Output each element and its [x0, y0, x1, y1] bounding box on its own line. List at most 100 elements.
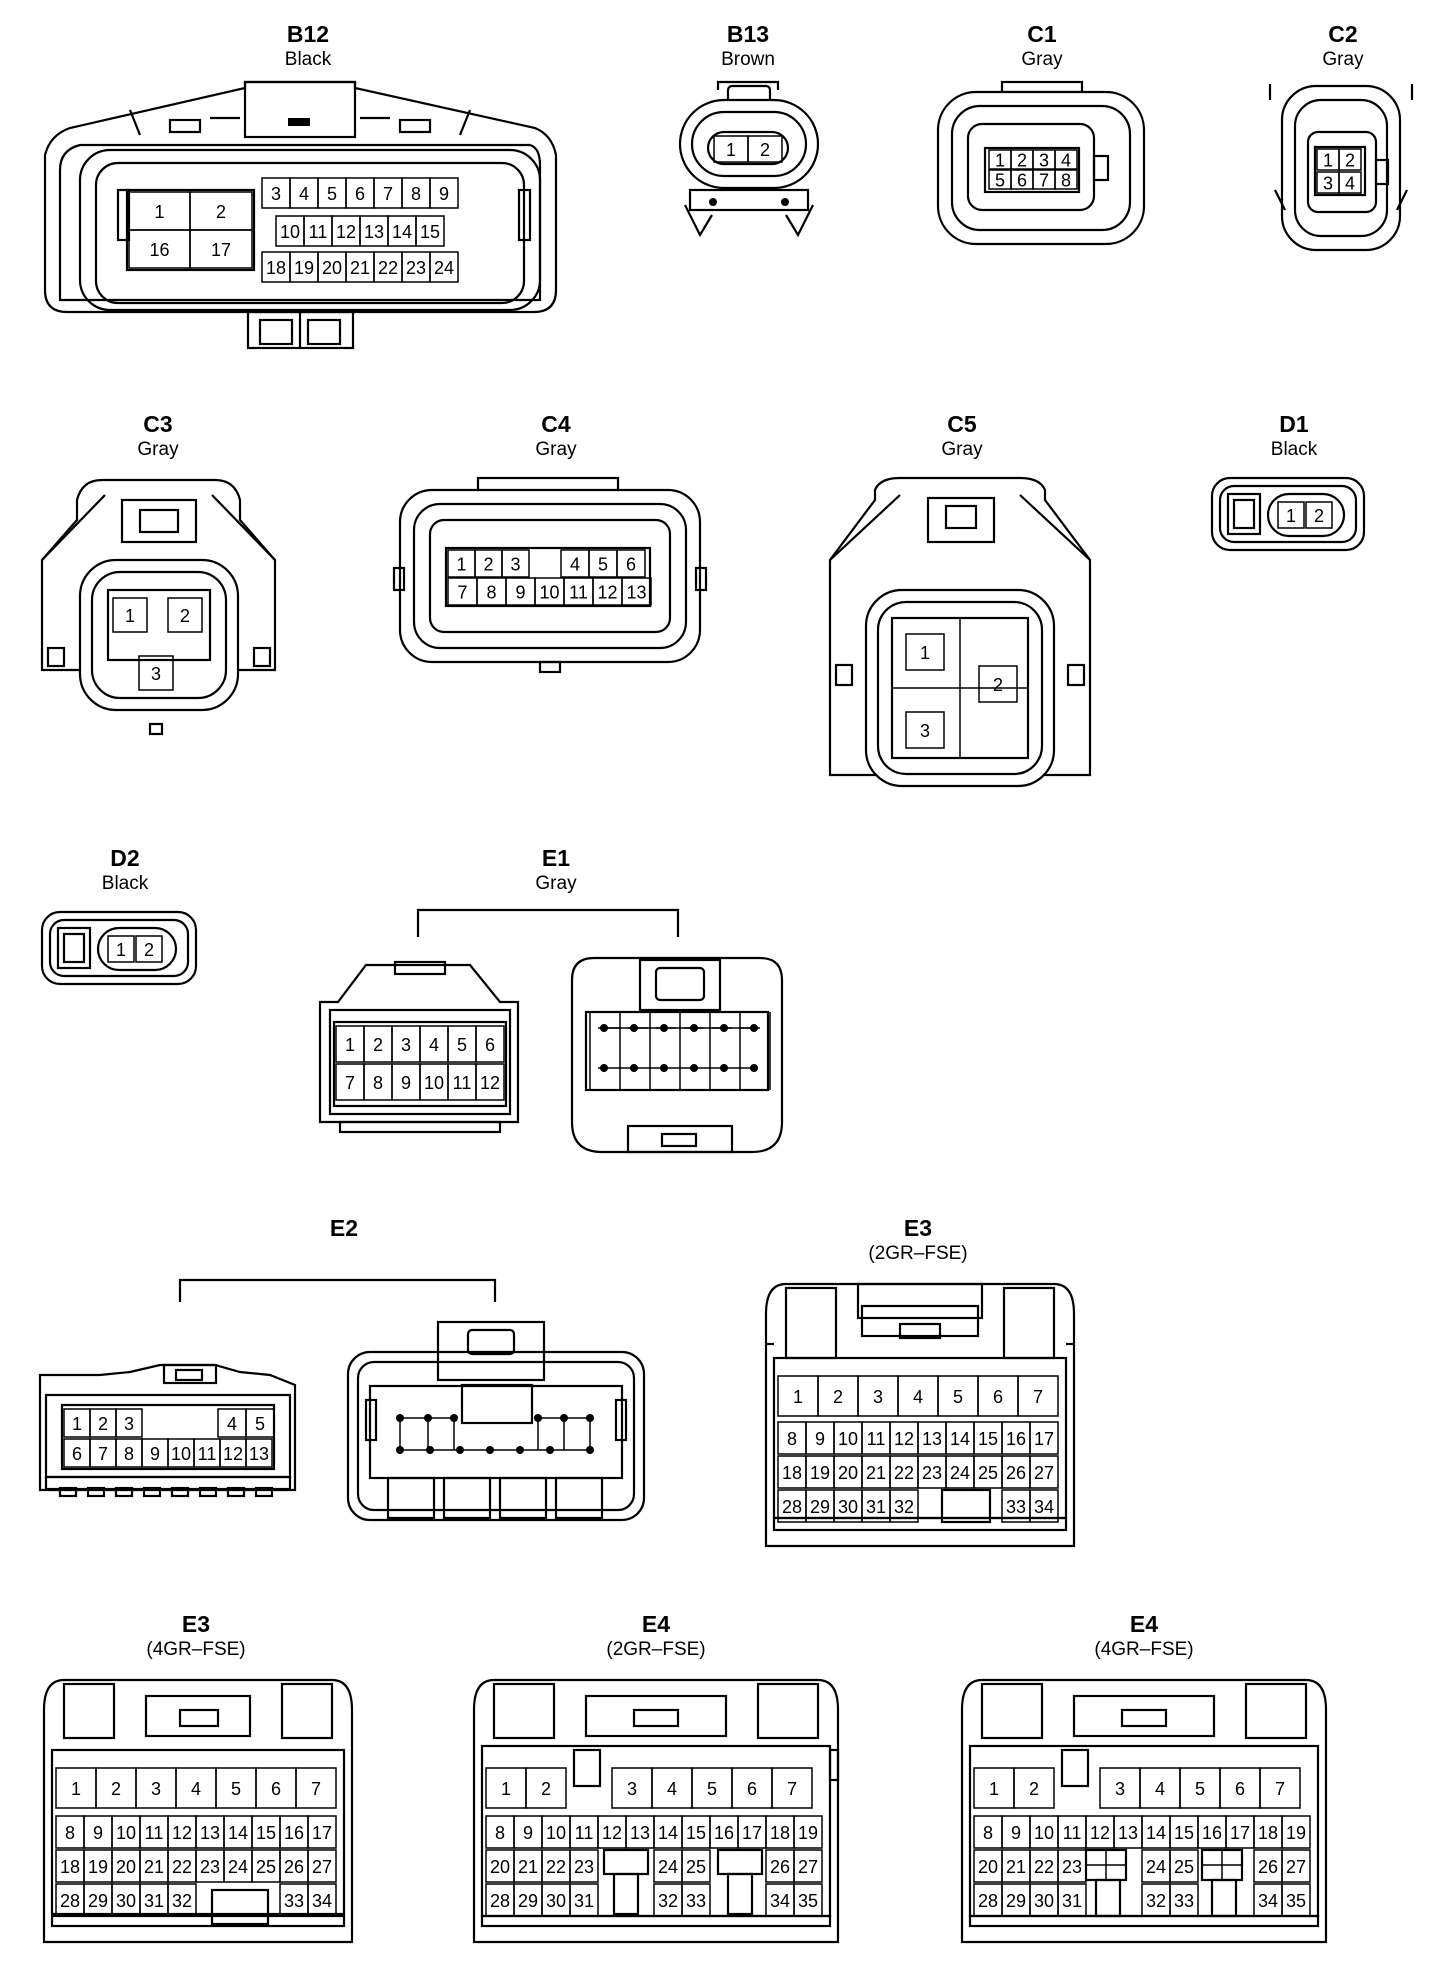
pin-number: 12	[480, 1073, 500, 1093]
connector-housing	[678, 98, 820, 190]
pin-number: 13	[364, 222, 384, 242]
pin-number: 27	[1286, 1857, 1306, 1877]
pin-number: 9	[515, 583, 525, 603]
pin-number: 29	[810, 1497, 830, 1517]
pin-number: 5	[255, 1414, 265, 1434]
pin-number: 19	[798, 1823, 818, 1843]
pin-number: 21	[1006, 1857, 1026, 1877]
pin-number: 16	[1202, 1823, 1222, 1843]
pin-number: 5	[598, 555, 608, 575]
pin-number: 8	[983, 1823, 993, 1843]
connector-color: Black	[102, 873, 149, 894]
connector-color: (4GR–FSE)	[1094, 1639, 1193, 1660]
pin-number: 6	[1235, 1779, 1245, 1799]
pin-number: 3	[510, 555, 520, 575]
pin-number: 34	[770, 1891, 790, 1911]
pin-number: 34	[1034, 1497, 1054, 1517]
pin-number: 28	[60, 1891, 80, 1911]
pin-number: 17	[1230, 1823, 1250, 1843]
pin-number: 3	[151, 664, 161, 684]
pin-number: 3	[151, 1779, 161, 1799]
pin-number: 6	[993, 1387, 1003, 1407]
pin-number: 24	[658, 1857, 678, 1877]
pin-number: 5	[707, 1779, 717, 1799]
pin-number: 22	[894, 1463, 914, 1483]
connector-color: (4GR–FSE)	[146, 1639, 245, 1660]
pin-number: 6	[271, 1779, 281, 1799]
pin-number: 25	[978, 1463, 998, 1483]
pin-number: 26	[1006, 1463, 1026, 1483]
pin-number: 30	[838, 1497, 858, 1517]
pin-cell: 6	[616, 549, 646, 578]
pin-number: 12	[336, 222, 356, 242]
pin-number: 20	[838, 1463, 858, 1483]
pin-number: 35	[798, 1891, 818, 1911]
pin-number: 20	[116, 1857, 136, 1877]
pin-cell: 12	[475, 1063, 505, 1101]
pin-number: 8	[373, 1073, 383, 1093]
connector-color: Gray	[1322, 49, 1364, 70]
pin-number: 3	[124, 1414, 134, 1434]
pin-number: 14	[658, 1823, 678, 1843]
pin-cell: 2	[1305, 501, 1333, 529]
connector-code: C3	[143, 411, 172, 437]
pin-number: 13	[200, 1823, 220, 1843]
pin-cell: 2	[978, 665, 1018, 703]
connector-color: Black	[285, 49, 332, 70]
pin-number: 3	[1115, 1779, 1125, 1799]
pin-number: 1	[1323, 151, 1333, 171]
pin-number: 12	[223, 1444, 243, 1464]
connector-color: Gray	[535, 439, 577, 460]
pin-number: 2	[180, 606, 190, 626]
pin-number: 5	[231, 1779, 241, 1799]
pin-number: 8	[411, 184, 421, 204]
pin-number: 11	[569, 583, 588, 603]
pin-number: 14	[950, 1429, 970, 1449]
pin-cell: 17	[307, 1815, 337, 1849]
pin-number: 11	[145, 1823, 164, 1843]
pin-number: 16	[149, 240, 169, 260]
pin-number: 5	[953, 1387, 963, 1407]
pin-cell: 11	[193, 1438, 221, 1468]
pin-cell: 25	[681, 1849, 711, 1883]
pin-number: 21	[866, 1463, 886, 1483]
pin-number: 24	[228, 1857, 248, 1877]
pin-cell: 19	[1281, 1815, 1311, 1849]
pin-number: 33	[1006, 1497, 1026, 1517]
pin-number: 28	[782, 1497, 802, 1517]
pin-number: 21	[350, 258, 370, 278]
connector-code: B13	[727, 21, 769, 47]
pin-number: 2	[541, 1779, 551, 1799]
pin-number: 4	[1345, 174, 1355, 194]
pin-number: 13	[922, 1429, 942, 1449]
pin-number: 30	[116, 1891, 136, 1911]
pin-number: 15	[1174, 1823, 1194, 1843]
pin-cell: 3	[115, 1408, 143, 1438]
connector-color: Gray	[137, 439, 179, 460]
pin-number: 31	[1062, 1891, 1082, 1911]
pin-number: 9	[1011, 1823, 1021, 1843]
pin-number: 2	[98, 1414, 108, 1434]
pin-number: 14	[228, 1823, 248, 1843]
connector-code: E3	[182, 1611, 210, 1637]
pin-cell: 2	[1338, 148, 1362, 171]
pin-number: 10	[539, 583, 559, 603]
pin-number: 2	[833, 1387, 843, 1407]
pin-number: 31	[144, 1891, 164, 1911]
pin-cell: 13	[621, 577, 652, 606]
pin-number: 23	[922, 1463, 942, 1483]
pin-number: 32	[172, 1891, 192, 1911]
pin-cell: 3	[905, 711, 945, 749]
pin-number: 26	[284, 1857, 304, 1877]
pin-number: 8	[124, 1444, 134, 1464]
pin-number: 8	[486, 583, 496, 603]
pin-number: 31	[866, 1497, 886, 1517]
pin-cell: 2	[747, 135, 783, 163]
pin-number: 11	[198, 1444, 217, 1464]
pin-number: 3	[271, 184, 281, 204]
pin-number: 25	[1174, 1857, 1194, 1877]
pin-number: 18	[60, 1857, 80, 1877]
